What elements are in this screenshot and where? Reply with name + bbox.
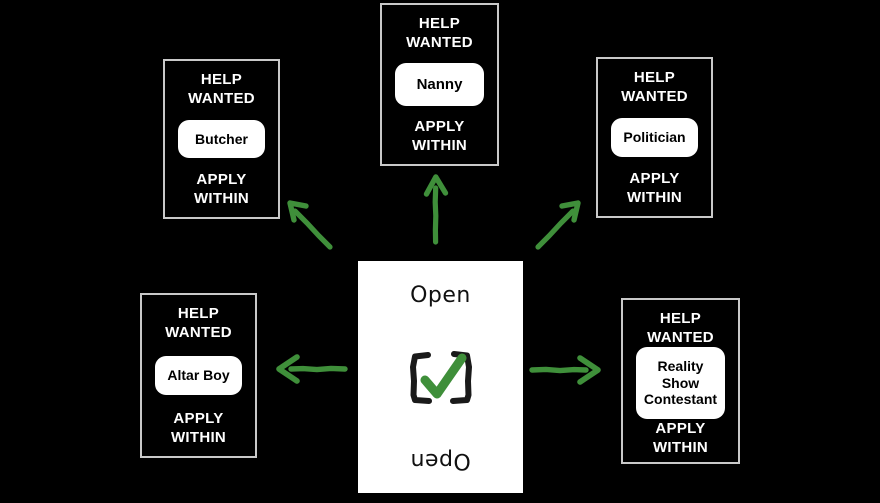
sign-footer-line-1: APPLY [655, 419, 706, 437]
sign-footer-line-2: WITHIN [193, 189, 250, 207]
sign-footer-line-2: WITHIN [411, 136, 468, 154]
sign-footer: APPLY WITHIN [171, 409, 226, 447]
help-wanted-sign-nanny[interactable]: HELP WANTED Nanny APPLY WITHIN [380, 3, 499, 166]
sign-header-line-2: WANTED [621, 88, 688, 106]
sign-footer: APPLY WITHIN [194, 170, 249, 208]
job-title-line-1: Reality Show [657, 358, 704, 391]
sign-header-line-1: HELP [659, 310, 702, 327]
job-title-line-1: Politician [623, 129, 686, 146]
help-wanted-sign-politician[interactable]: HELP WANTED Politician APPLY WITHIN [596, 57, 713, 218]
sign-header: HELP WANTED [188, 70, 255, 108]
help-wanted-sign-butcher[interactable]: HELP WANTED Butcher APPLY WITHIN [163, 59, 280, 219]
help-wanted-sign-reality-show-contestant[interactable]: HELP WANTED Reality Show Contestant APPL… [621, 298, 740, 464]
sign-footer: APPLY WITHIN [412, 117, 467, 155]
job-title-line-1: Butcher [195, 130, 248, 147]
sign-footer: APPLY WITHIN [627, 169, 682, 207]
job-title-line-1: Altar Boy [167, 367, 230, 384]
sign-footer-line-2: WITHIN [626, 188, 683, 206]
arrow-left-icon [273, 353, 348, 385]
sign-footer-line-1: APPLY [196, 170, 247, 188]
job-title-line-1: Nanny [416, 75, 463, 93]
sign-header: HELP WANTED [621, 68, 688, 106]
job-title-pill[interactable]: Nanny [395, 62, 484, 107]
open-label-top: Open [410, 283, 471, 308]
arrow-right-icon [528, 354, 606, 386]
help-wanted-sign-altar-boy[interactable]: HELP WANTED Altar Boy APPLY WITHIN [140, 293, 257, 458]
open-label-bottom: Open [410, 448, 471, 473]
job-title-pill[interactable]: Politician [611, 118, 698, 157]
sign-footer-line-2: WITHIN [652, 439, 709, 457]
sign-header-line-1: HELP [200, 71, 243, 88]
checkbox-checked-icon[interactable] [404, 347, 478, 409]
sign-header: HELP WANTED [165, 304, 232, 342]
sign-footer-line-1: APPLY [173, 409, 224, 427]
arrow-up-right-icon [535, 198, 587, 250]
sign-footer: APPLY WITHIN [653, 419, 708, 457]
sign-header-line-1: HELP [177, 305, 220, 322]
job-title-pill[interactable]: Altar Boy [155, 356, 242, 395]
sign-header-line-2: WANTED [165, 324, 232, 342]
sign-header-line-2: WANTED [647, 329, 714, 347]
sign-header-line-1: HELP [633, 69, 676, 86]
sign-header: HELP WANTED [647, 309, 714, 347]
job-title-pill[interactable]: Butcher [178, 119, 265, 159]
arrow-up-left-icon [281, 198, 333, 250]
sign-footer-line-1: APPLY [414, 117, 465, 135]
open-status-card[interactable]: Open Open [358, 261, 523, 493]
job-title-pill[interactable]: Reality Show Contestant [636, 347, 725, 419]
sign-header-line-2: WANTED [406, 34, 473, 52]
sign-header-line-2: WANTED [188, 90, 255, 108]
job-title-line-2: Contestant [643, 391, 718, 408]
sign-footer-line-2: WITHIN [170, 428, 227, 446]
sign-header-line-1: HELP [418, 15, 461, 32]
sign-header: HELP WANTED [406, 14, 473, 52]
sign-footer-line-1: APPLY [629, 169, 680, 187]
arrow-up-icon [423, 172, 449, 245]
